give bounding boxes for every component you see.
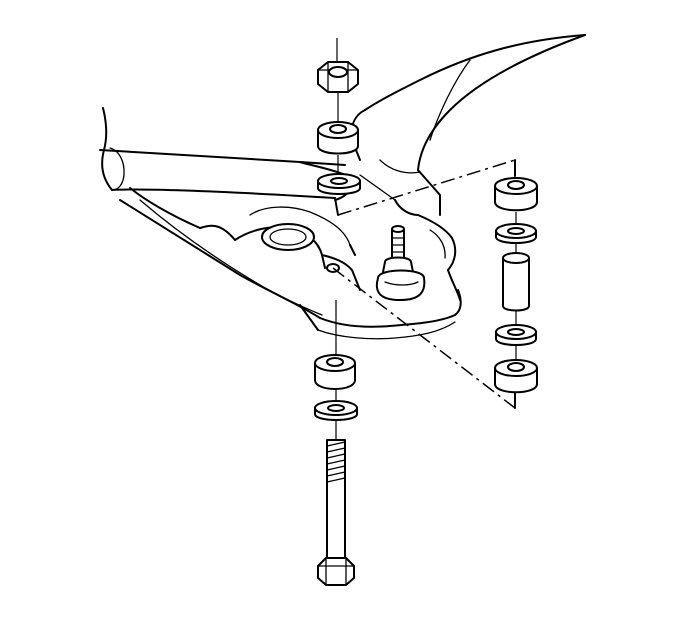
lower-control-arm (119, 174, 462, 340)
exploded-upper-bushing (494, 177, 538, 212)
exploded-upper-washer (495, 223, 537, 244)
lower-bushing (314, 354, 356, 390)
ball-joint (375, 225, 426, 301)
spacer-sleeve (502, 252, 530, 312)
exploded-link-assembly (494, 177, 538, 394)
assembly-axis (335, 38, 339, 440)
lower-washer (314, 400, 358, 421)
callout-lines (332, 159, 516, 409)
lock-nut (317, 61, 359, 93)
exploded-lower-washer (495, 324, 537, 346)
link-bolt (317, 439, 355, 586)
frame-crossmember (350, 34, 586, 216)
upper-washer (317, 173, 361, 195)
exploded-lower-bushing (494, 359, 538, 394)
stabilizer-bar (99, 107, 352, 216)
upper-bushing (317, 121, 359, 155)
